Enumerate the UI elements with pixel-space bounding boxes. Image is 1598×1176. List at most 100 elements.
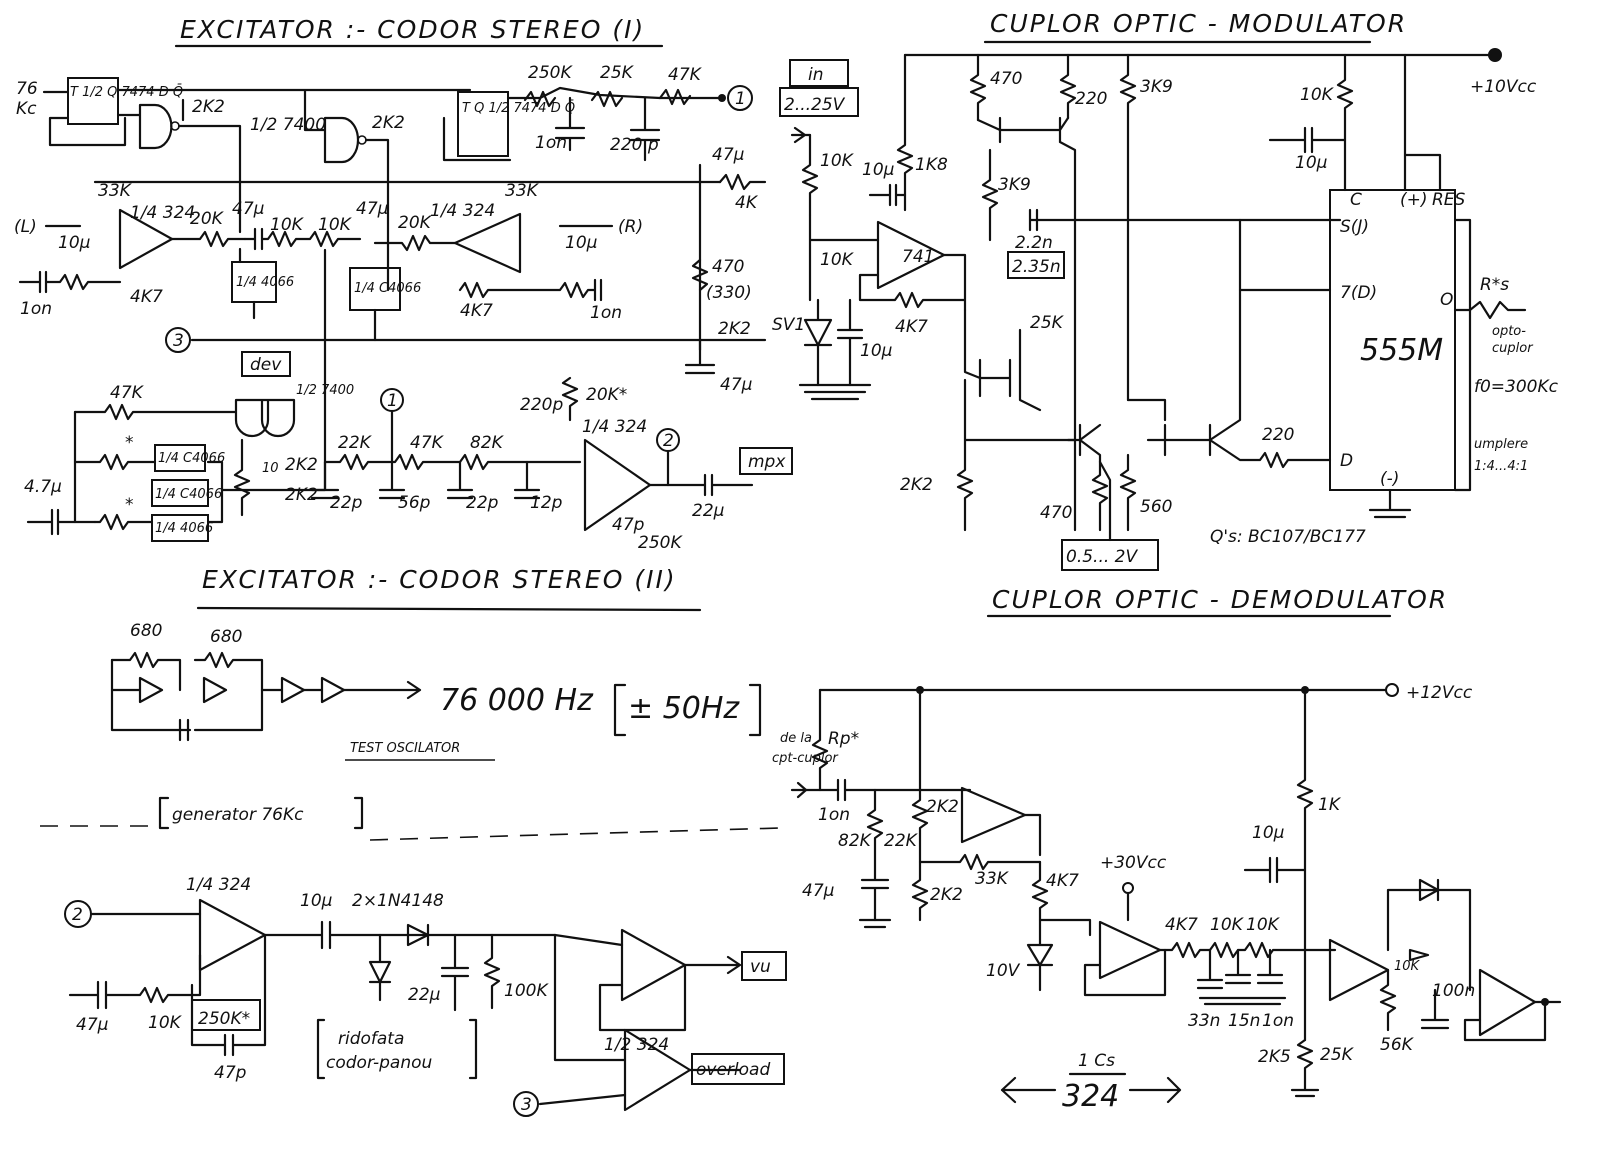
ground-filter — [1198, 996, 1287, 1006]
label-node1: 1 — [735, 89, 746, 109]
label-timer: 555M — [1360, 333, 1443, 368]
transistor-emitter — [1066, 423, 1109, 532]
arrow-demod-in — [796, 781, 808, 799]
label-c10u-d: 10µ — [1252, 823, 1285, 843]
label-vu: vu — [750, 957, 771, 977]
label-pot25k: 25K — [600, 63, 635, 83]
wire-vu-chain — [263, 920, 557, 950]
dev-box — [241, 351, 291, 377]
resistor-470 — [691, 258, 709, 292]
label-rp: Rp* — [828, 729, 859, 749]
wire-demod-filter — [1158, 941, 1337, 959]
label-r2k2-d: 2K2 — [285, 455, 318, 475]
wire-osc-loop — [110, 658, 264, 732]
osc-inverters — [110, 676, 346, 704]
label-r4k-a: 4K — [735, 193, 759, 213]
opamp-vu-buffer — [620, 928, 687, 1002]
wire-mpx-filter — [323, 453, 582, 471]
resistor-470m — [969, 53, 987, 122]
resistor-1k — [1296, 688, 1314, 1042]
resistor-82k-d — [860, 788, 890, 922]
label-c47u-b: 47µ — [720, 375, 753, 395]
label-c10u-r: 10µ — [565, 233, 598, 253]
wire-vu-gain — [68, 953, 202, 1010]
label-note2: codor-panou — [326, 1053, 433, 1073]
label-pin-plus: (+) — [1400, 190, 1428, 210]
label-r4k7-m: 4K7 — [895, 317, 928, 337]
label-c22p-b: 22p — [466, 493, 499, 513]
label-r1k8: 1K8 — [915, 155, 948, 175]
label-r10k-d: 10K — [1394, 959, 1421, 974]
opamp-vu — [198, 898, 267, 972]
label-pin-res: RES — [1432, 190, 1466, 210]
diode-pair-demod — [1386, 878, 1472, 992]
transistor-pair-mid — [963, 308, 1042, 412]
opamp-demod-2 — [1098, 920, 1162, 980]
label-r680a: 680 — [130, 621, 162, 641]
label-r470: 470 — [712, 257, 744, 277]
wire-741-feedback — [858, 253, 967, 312]
label-r4k7-f: 4K7 — [1165, 915, 1198, 935]
label-pot25k-m: 25K — [1030, 313, 1065, 333]
resistor-rp — [811, 688, 829, 792]
label-r250k-star: 250K* — [198, 1009, 250, 1029]
label-r3k9a: 3K9 — [1140, 77, 1173, 97]
vu-box — [741, 951, 787, 981]
label-node2: 2 — [663, 431, 674, 451]
node-dot-top — [718, 94, 726, 102]
pot-250k — [523, 90, 557, 108]
opamp-mpx — [583, 438, 652, 532]
label-sw-c3: 1/4 4066 — [155, 521, 213, 536]
label-c10u-m2: 10µ — [860, 341, 893, 361]
node-3-circle — [165, 327, 191, 353]
label-r10k-m: 10K — [820, 151, 855, 171]
wire-switch-left — [238, 247, 256, 320]
resistor-3k9b — [981, 148, 999, 242]
cap-2n2 — [1028, 208, 1342, 232]
resistor-2k5 — [1290, 1038, 1320, 1098]
label-c47u-d: 47µ — [802, 881, 835, 901]
label-op-vu: 1/4 324 — [186, 875, 251, 895]
label-pot10k-vu: 10K — [148, 1013, 183, 1033]
cap-osc — [178, 718, 190, 742]
label-r2k5: 2K5 — [1258, 1047, 1291, 1067]
note-brackets — [316, 1018, 478, 1080]
label-ics2: 324 — [1062, 1079, 1119, 1114]
label-2k2a: 2K2 — [192, 97, 225, 117]
cap-220p-top — [629, 96, 661, 162]
cap-56p — [378, 460, 406, 500]
in-box-bottom — [779, 87, 859, 117]
label-2k2b: 2K2 — [372, 113, 405, 133]
label-ics1: 1 Cs — [1078, 1051, 1115, 1071]
label-c12p: 12p — [530, 493, 563, 513]
ics-arrows — [1000, 1076, 1182, 1104]
resistor-20k-r — [373, 234, 457, 252]
vcc30-terminal — [1122, 882, 1134, 894]
label-vcc10: +10Vcc — [1470, 77, 1537, 97]
wire-vu-branch — [553, 933, 627, 1062]
label-pin-c: C — [1350, 190, 1362, 210]
zener-sv1 — [803, 298, 833, 387]
label-c56p: 56p — [398, 493, 431, 513]
wire-ff1-q — [116, 88, 472, 97]
label-vrange: 0.5... 2V — [1066, 547, 1138, 567]
label-sw-l: 1/4 4066 — [236, 275, 294, 290]
cap-10u-m — [868, 183, 907, 207]
switch-c4066-2 — [151, 479, 209, 507]
label-kc: Kc — [16, 99, 37, 119]
resistor-56k — [1379, 968, 1397, 1032]
label-op-l: 1/4 324 — [130, 203, 195, 223]
diode-series — [406, 923, 430, 947]
label-note1: ridofata — [338, 1029, 404, 1049]
wire-osc-out — [260, 680, 422, 700]
encoder-1-section: 76 Kc T 1/2 Q 7474 D Q̄ 2K2 1/2 7400 2K2… — [14, 59, 859, 553]
label-op-mpx: 1/4 324 — [582, 417, 647, 437]
label-star-1: * — [125, 433, 134, 453]
wire-vu-feedback-cap — [190, 933, 267, 1057]
resistor-680b — [193, 651, 264, 692]
wire-741-in — [808, 213, 880, 302]
switch-4066-3 — [151, 514, 209, 542]
label-in-box2: 2...25V — [784, 95, 846, 115]
osc-tolerance-brackets — [613, 683, 762, 737]
resistor-2k2-m — [956, 378, 1077, 532]
